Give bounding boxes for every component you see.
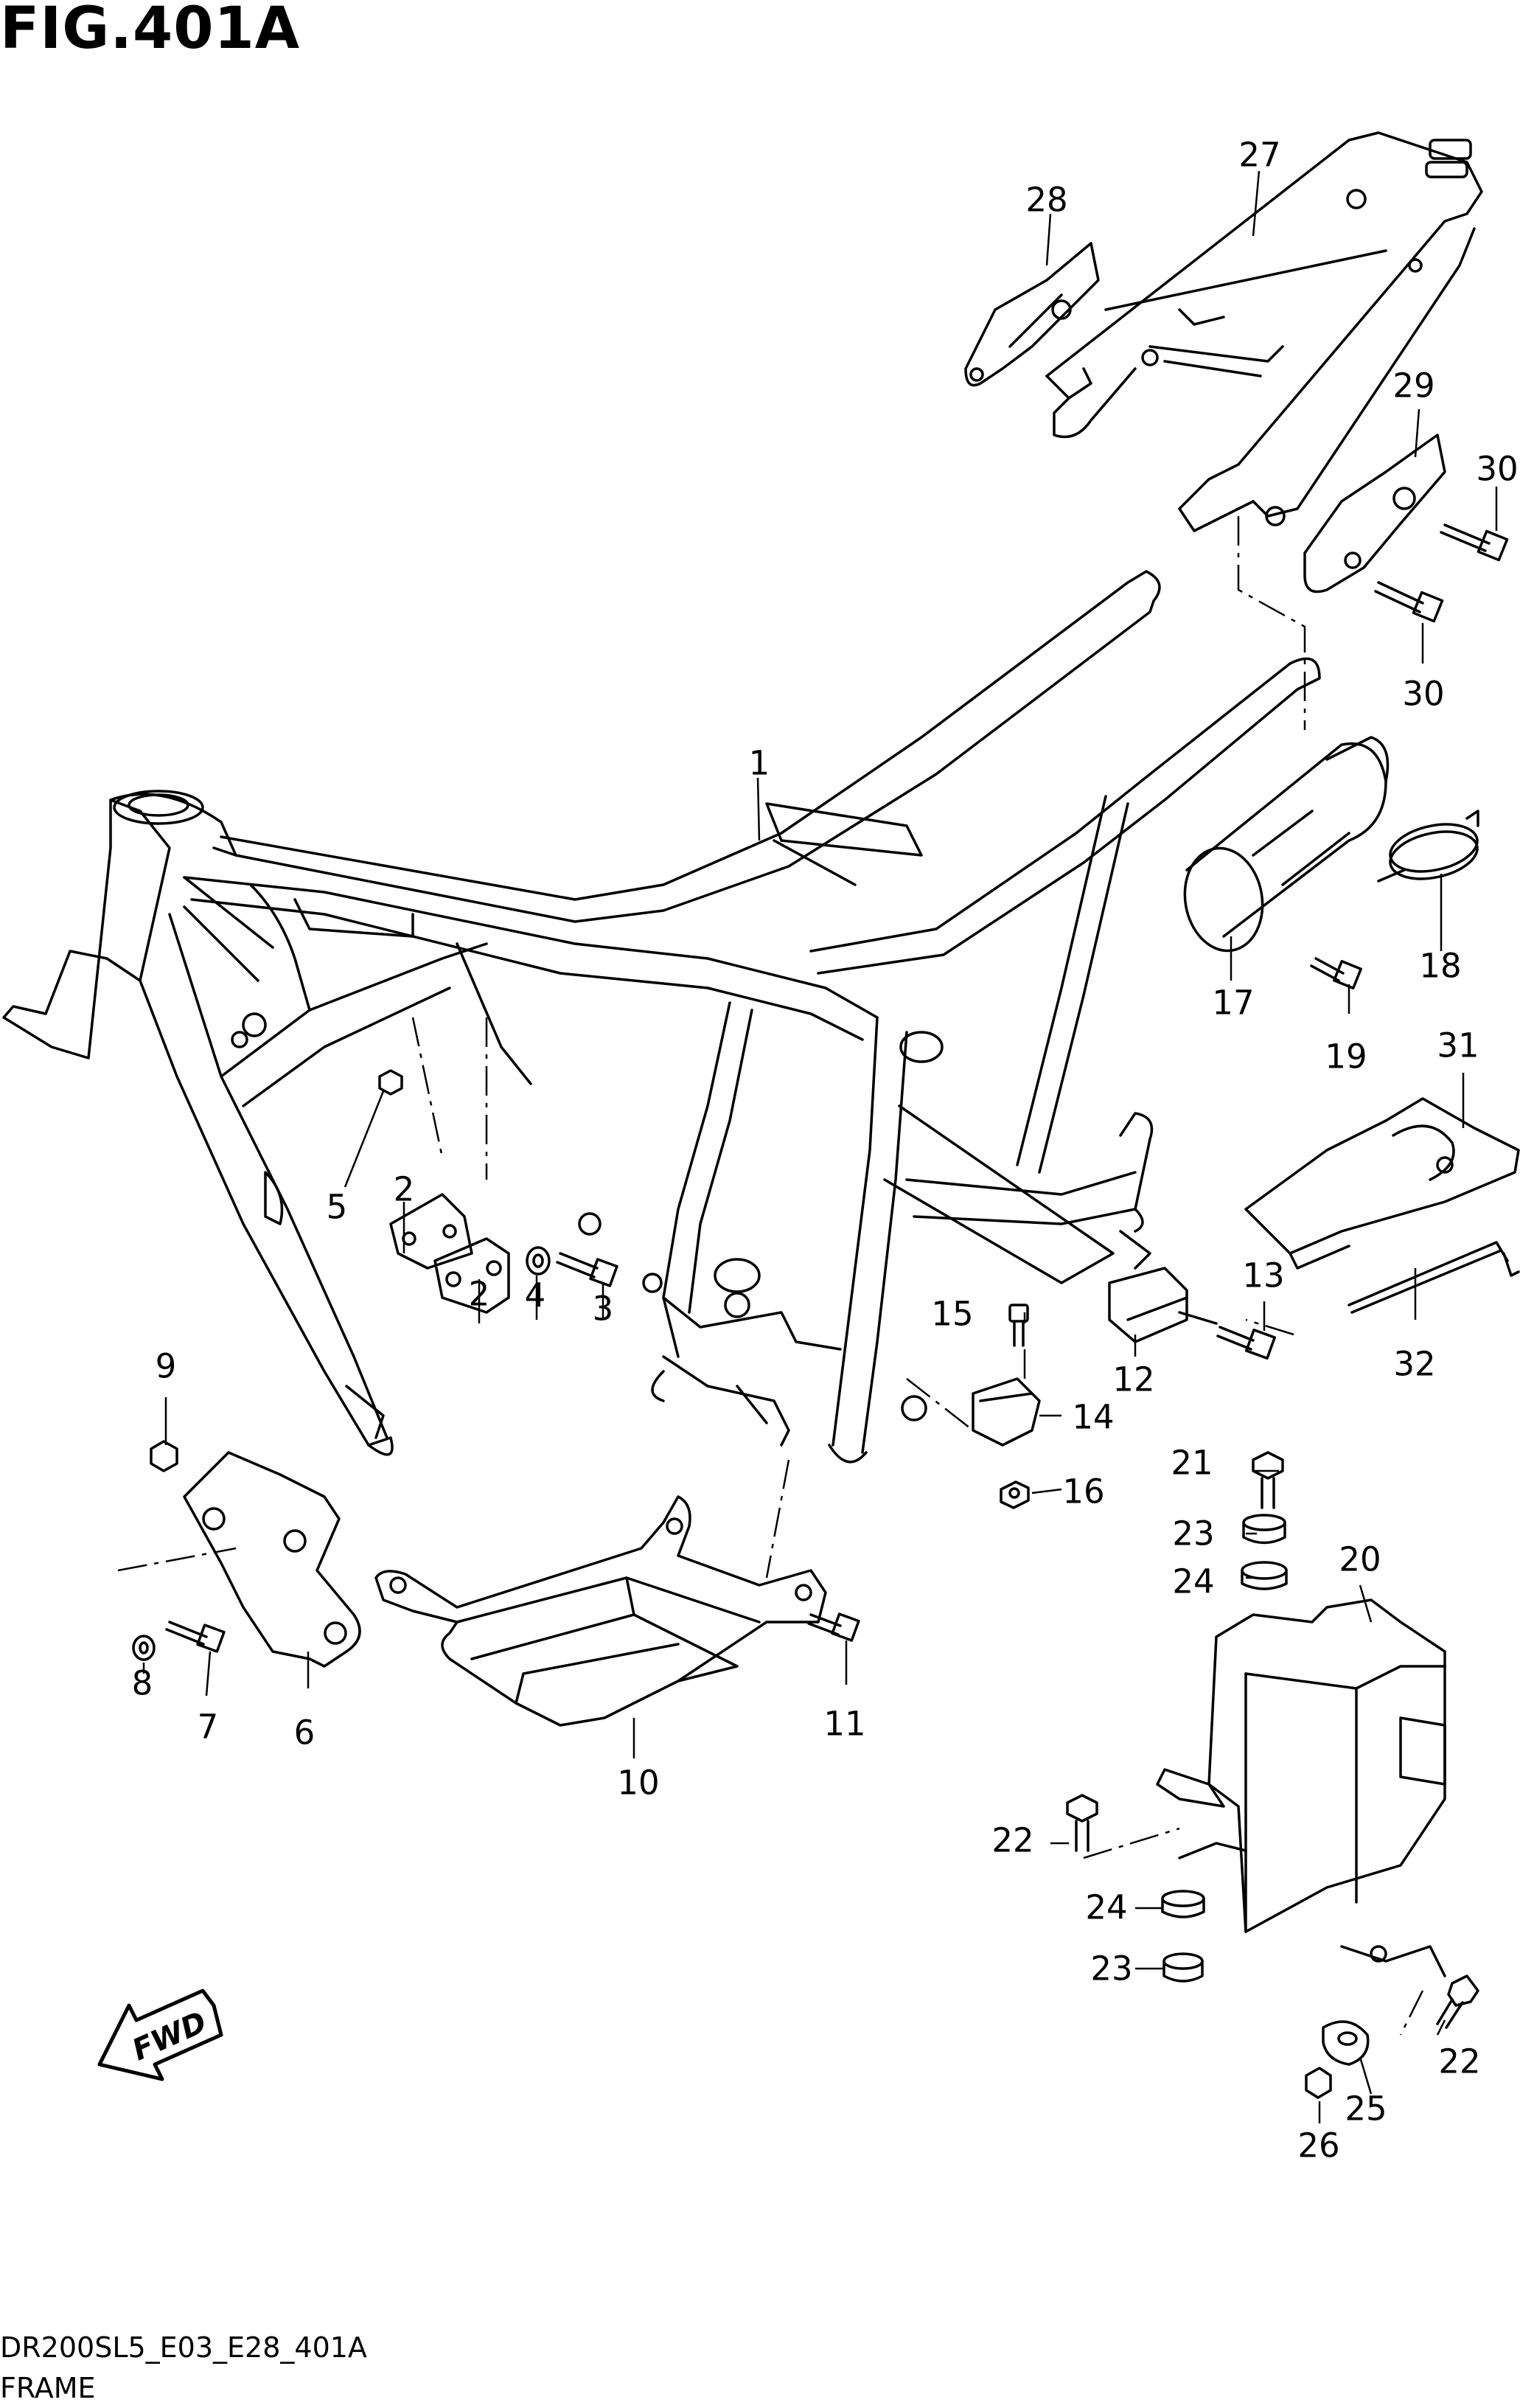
- tool-rod-32: [1348, 1241, 1520, 1314]
- callout-4: 4: [524, 1276, 546, 1315]
- callout-20: 20: [1339, 1539, 1381, 1579]
- bolt-22-right: [1436, 1974, 1479, 2029]
- bolt-13: [1178, 1311, 1276, 1360]
- bracket-2-right: [433, 1237, 510, 1314]
- callout-30: 30: [1476, 449, 1519, 489]
- callout-32: 32: [1393, 1344, 1436, 1384]
- callout-6: 6: [293, 1713, 315, 1753]
- air-filter-17: [1183, 736, 1390, 953]
- callout-30: 30: [1402, 674, 1445, 714]
- collar-26: [1305, 2067, 1332, 2099]
- figure-title: FIG.401A: [0, 0, 301, 62]
- callout-18: 18: [1419, 946, 1462, 986]
- callout-2: 2: [468, 1274, 490, 1314]
- rear-seat-rail: [1045, 131, 1483, 532]
- callout-21: 21: [1171, 1443, 1213, 1483]
- callout-23: 23: [1172, 1514, 1215, 1553]
- bolts-30: [1374, 523, 1509, 623]
- grommet-24-lower: [1161, 1890, 1205, 1918]
- alignment-lines: [117, 516, 1424, 2036]
- callout-27: 27: [1238, 135, 1281, 175]
- leader-lines: [142, 170, 1498, 2123]
- callout-3: 3: [592, 1289, 614, 1329]
- callout-29: 29: [1392, 366, 1435, 406]
- callout-23: 23: [1090, 1949, 1133, 1988]
- clamp-18: [1377, 810, 1479, 883]
- nut-9: [150, 1440, 178, 1472]
- callout-2: 2: [393, 1169, 415, 1209]
- cushion-25: [1322, 2020, 1370, 2066]
- rubber-mount-12: [1108, 1267, 1188, 1343]
- bolt-19: [1310, 957, 1362, 989]
- grommet-24-upper: [1241, 1561, 1288, 1590]
- callout-12: 12: [1112, 1360, 1155, 1399]
- callout-5: 5: [326, 1187, 348, 1227]
- fwd-arrow-icon: [97, 1988, 223, 2081]
- bracket-6: [183, 1451, 361, 1668]
- washer-4: [526, 1246, 551, 1276]
- grommet-23-upper: [1242, 1514, 1286, 1545]
- cushion-14: [972, 1377, 1041, 1447]
- model-code-caption: DR200SL5_E03_E28_401A: [0, 2331, 367, 2364]
- callout-22: 22: [991, 1820, 1034, 1860]
- callout-1: 1: [748, 743, 770, 783]
- section-name-caption: FRAME: [0, 2372, 96, 2404]
- callout-16: 16: [1062, 1472, 1105, 1511]
- tool-bag-31: [1244, 1097, 1520, 1270]
- bolt-22-left: [1066, 1794, 1098, 1852]
- callout-24: 24: [1085, 1887, 1128, 1927]
- bolt-15: [1008, 1304, 1029, 1347]
- bracket-2-left: [389, 1193, 473, 1270]
- bracket-29: [1303, 434, 1446, 594]
- bolt-7: [165, 1621, 226, 1653]
- callout-13: 13: [1242, 1256, 1285, 1295]
- callout-24: 24: [1172, 1562, 1215, 1601]
- callout-26: 26: [1297, 2126, 1340, 2165]
- callout-7: 7: [197, 1707, 219, 1747]
- bracket-28: [964, 242, 1100, 387]
- callout-14: 14: [1072, 1397, 1115, 1437]
- callout-19: 19: [1325, 1037, 1367, 1076]
- grommet-23-lower: [1162, 1952, 1204, 1983]
- bolt-11: [807, 1612, 860, 1642]
- callout-9: 9: [155, 1346, 177, 1386]
- nut-16: [1000, 1480, 1030, 1509]
- callout-28: 28: [1025, 180, 1068, 220]
- callout-15: 15: [931, 1294, 974, 1334]
- bolt-3: [556, 1252, 618, 1287]
- nut-5: [378, 1069, 403, 1096]
- callout-10: 10: [617, 1763, 660, 1803]
- callout-25: 25: [1345, 2089, 1387, 2129]
- main-frame: [2, 570, 1321, 1464]
- washer-8: [132, 1635, 156, 1661]
- callout-17: 17: [1212, 983, 1255, 1023]
- skid-plate-10: [374, 1495, 827, 1727]
- bolt-21: [1252, 1451, 1284, 1509]
- battery-box-20: [1156, 1598, 1446, 1977]
- callout-22: 22: [1438, 2042, 1481, 2081]
- callout-11: 11: [823, 1704, 866, 1744]
- callout-31: 31: [1437, 1026, 1479, 1065]
- callout-8: 8: [131, 1663, 153, 1703]
